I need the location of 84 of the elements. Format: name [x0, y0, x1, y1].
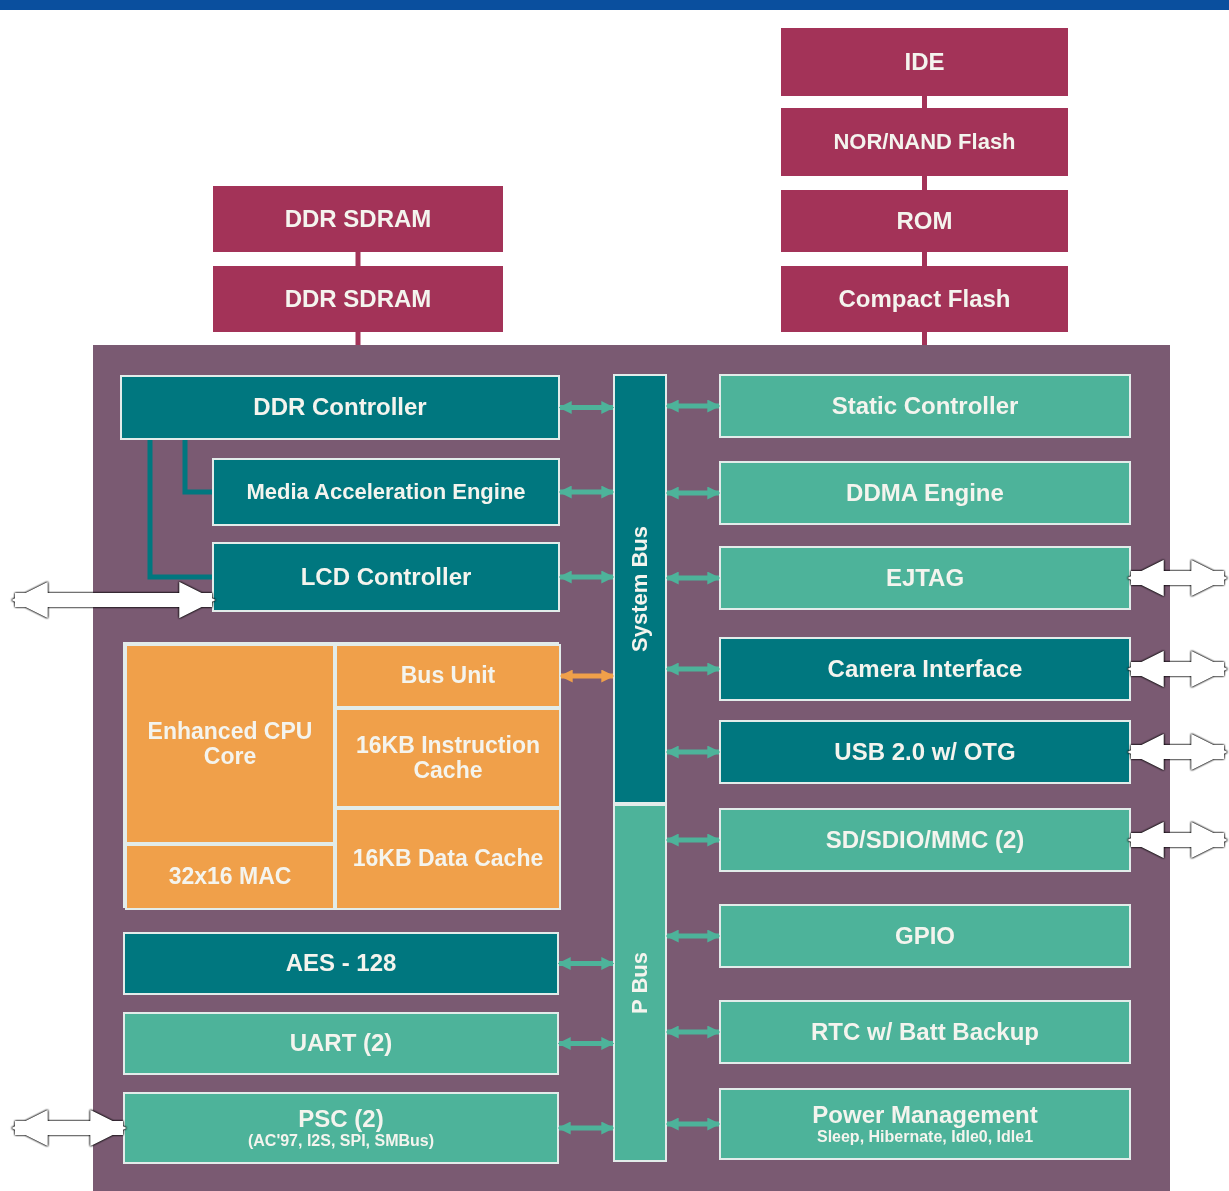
memory-box [781, 266, 1068, 332]
module-box [123, 1092, 559, 1164]
memory-box [781, 190, 1068, 252]
cpu-block [123, 642, 559, 908]
box-label: EJTAG [884, 564, 966, 592]
box-label: GPIO [894, 922, 956, 950]
bus-arrow [665, 929, 721, 943]
memory-box [781, 108, 1068, 176]
box-label: DDR SDRAM [283, 205, 433, 233]
module-box [719, 1000, 1131, 1064]
module-box [123, 1012, 559, 1075]
box-label: Camera Interface [826, 655, 1024, 683]
bus-arrow [557, 1037, 615, 1050]
bus-arrow [557, 1121, 615, 1135]
box-label: NOR/NAND Flash [832, 129, 1017, 155]
connector-line [922, 176, 927, 190]
module-box [719, 461, 1131, 525]
box-label: P Bus [625, 952, 653, 1014]
cpu-cell [125, 644, 335, 844]
module-box [719, 720, 1131, 784]
bus-arrow [558, 570, 615, 584]
bus-arrow [557, 957, 615, 970]
module-box [123, 932, 559, 995]
cpu-cell [335, 644, 561, 708]
chip-block [93, 345, 1170, 1191]
box-label: USB 2.0 w/ OTG [833, 738, 1017, 766]
box-sublabel: (AC'97, I2S, SPI, SMBus) [246, 1132, 436, 1150]
box-label: Enhanced CPU Core [146, 718, 314, 770]
box-label: 32x16 MAC [167, 864, 293, 890]
bus-arrow [558, 485, 615, 499]
connector-line [922, 96, 927, 108]
connector-line [182, 440, 212, 495]
bus-arrow [665, 833, 721, 847]
bus-arrow [665, 399, 721, 413]
box-label: RTC w/ Batt Backup [810, 1018, 1040, 1046]
bus-arrow [665, 571, 721, 585]
bus-arrow [665, 1025, 721, 1039]
box-label: Power Management [811, 1102, 1039, 1129]
connector-line [355, 332, 361, 345]
box-label: Bus Unit [399, 663, 497, 689]
module-box [212, 542, 560, 612]
module-box [120, 375, 560, 440]
box-label: DDMA Engine [845, 479, 1005, 507]
bus-bar [613, 804, 667, 1162]
bus-arrow [665, 1117, 721, 1131]
box-label: PSC (2) [297, 1106, 385, 1133]
bus-bar [613, 374, 667, 804]
box-label: 16KB Instruction Cache [355, 732, 541, 784]
bus-arrow [665, 745, 721, 759]
memory-box [781, 28, 1068, 96]
box-label: ROM [895, 207, 954, 235]
box-label: AES - 128 [284, 950, 398, 977]
module-box [719, 546, 1131, 610]
cpu-cell [125, 844, 335, 910]
box-label: SD/SDIO/MMC (2) [824, 826, 1026, 854]
box-label: Media Acceleration Engine [245, 479, 527, 505]
box-label: Compact Flash [837, 285, 1012, 313]
box-label: System Bus [625, 526, 653, 652]
box-label: 16KB Data Cache [351, 846, 545, 872]
cpu-cell [335, 708, 561, 808]
bus-arrow [559, 669, 615, 683]
connector-line [355, 252, 361, 266]
box-label: UART (2) [288, 1030, 394, 1057]
module-box [719, 637, 1131, 701]
connector-line [922, 252, 927, 266]
module-box [719, 1088, 1131, 1160]
module-box [719, 904, 1131, 968]
box-label: IDE [903, 48, 946, 76]
bus-arrow [665, 486, 721, 500]
module-box [719, 374, 1131, 438]
memory-box [213, 266, 503, 332]
bus-arrow [665, 662, 721, 676]
box-label: Static Controller [830, 392, 1020, 420]
module-box [719, 808, 1131, 872]
module-box [212, 458, 560, 526]
connector-line [922, 332, 927, 345]
connector-line [147, 440, 212, 580]
bus-arrow [558, 401, 615, 414]
memory-box [213, 186, 503, 252]
box-label: DDR SDRAM [283, 285, 433, 313]
box-sublabel: Sleep, Hibernate, Idle0, Idle1 [815, 1128, 1035, 1146]
cpu-cell [335, 808, 561, 910]
box-label: LCD Controller [299, 563, 473, 591]
box-label: DDR Controller [252, 394, 428, 421]
